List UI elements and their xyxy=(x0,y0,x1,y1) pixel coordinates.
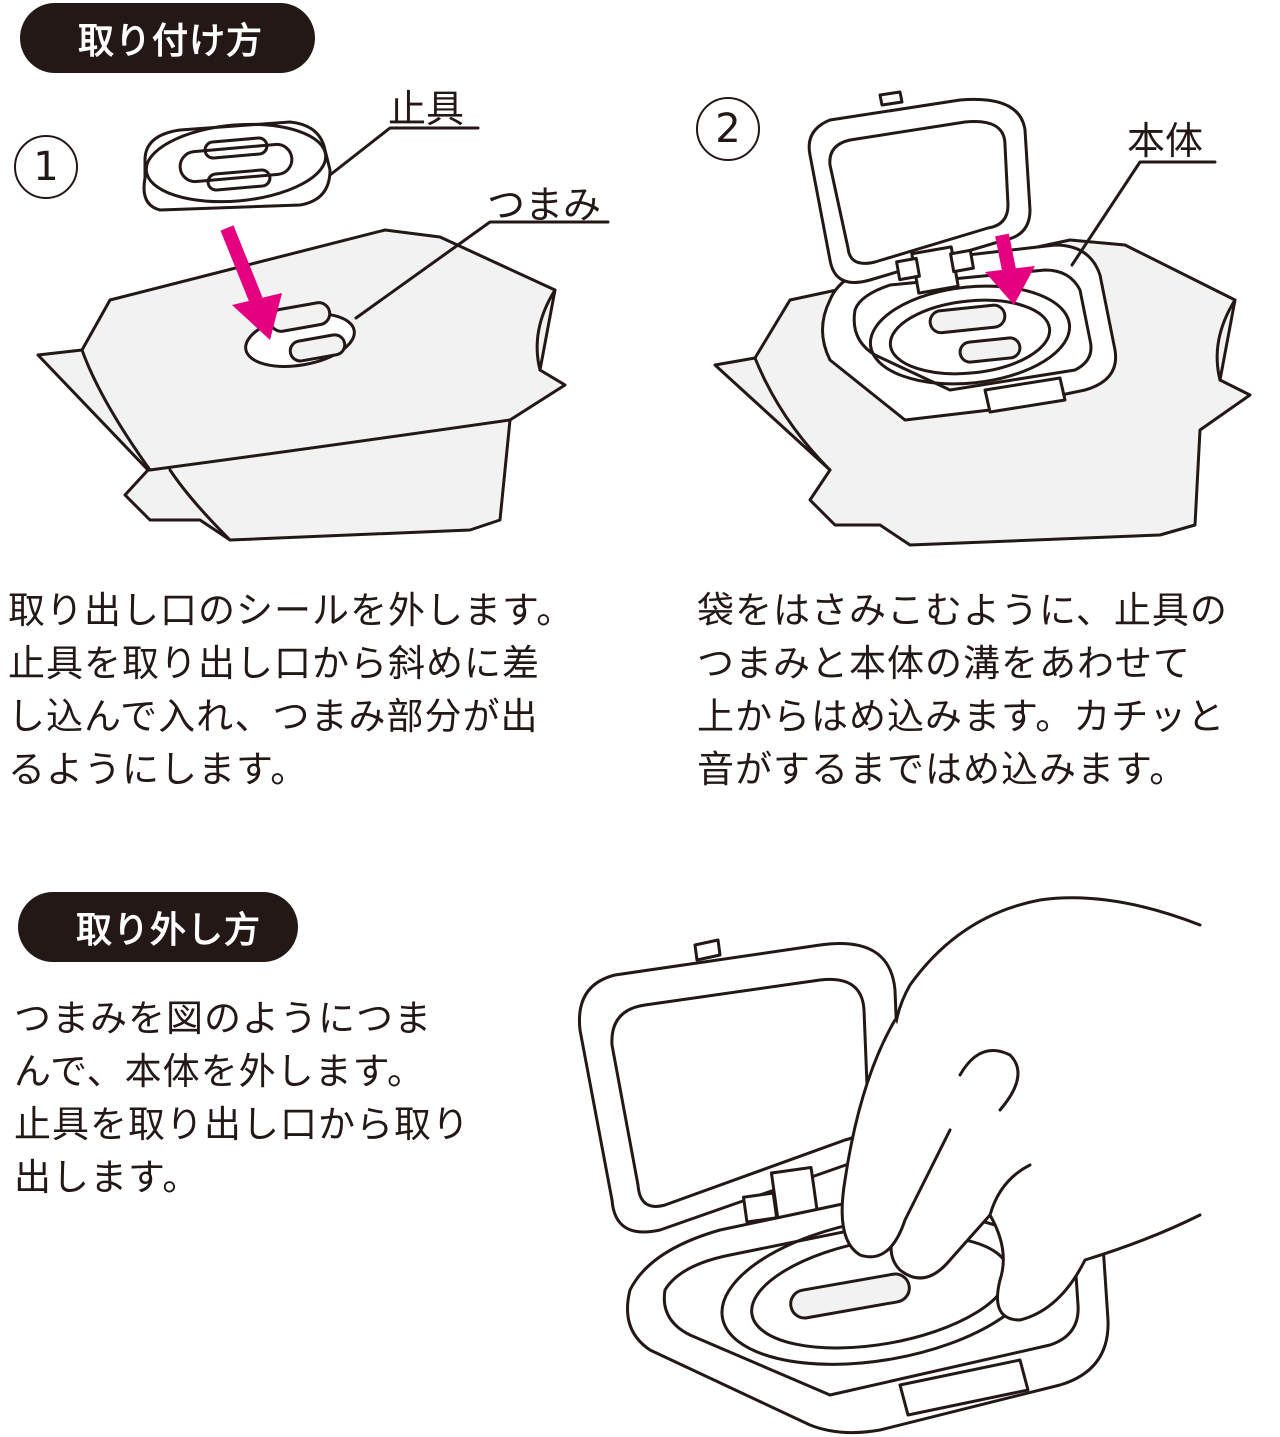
label-body: 本体 xyxy=(1127,119,1204,163)
insert-arrow-step1 xyxy=(220,225,282,340)
knob-step1 xyxy=(244,301,356,368)
step-2-number-text: 2 xyxy=(715,106,741,152)
step-1-line: るようにします。 xyxy=(8,748,309,791)
leader-knob xyxy=(354,220,610,320)
remove-instructions: つまみを図のようにつま んで、本体を外します。 止具を取り出し口から取り 出しま… xyxy=(14,992,470,1204)
step-2-line: 袋をはさみこむように、止具の xyxy=(697,589,1228,632)
remove-section-title: 取り外し方 xyxy=(18,892,298,962)
label-stopper: 止具 xyxy=(388,87,465,131)
step-2-instructions: 袋をはさみこむように、止具の つまみと本体の溝をあわせて 上からはめ込みます。カ… xyxy=(697,584,1228,796)
step-1-line: し込んで入れ、つまみ部分が出 xyxy=(8,695,539,738)
remove-line: 止具を取り出し口から取り xyxy=(14,1103,470,1146)
step-2-number: 2 xyxy=(696,97,760,161)
remove-line: んで、本体を外します。 xyxy=(14,1050,425,1093)
step-1-instructions: 取り出し口のシールを外します。 止具を取り出し口から斜めに差 し込んで入れ、つま… xyxy=(8,584,574,796)
step-2-line: 上からはめ込みます。カチッと xyxy=(697,695,1226,738)
remove-line: つまみを図のようにつま xyxy=(14,997,432,1040)
step-2-line: つまみと本体の溝をあわせて xyxy=(697,642,1191,685)
leader-stopper xyxy=(328,126,480,177)
wipes-pack-step1 xyxy=(36,228,567,542)
install-section-title: 取り付け方 xyxy=(20,3,315,73)
hand-removal xyxy=(840,896,1202,1322)
leader-body xyxy=(1070,160,1217,267)
install-section-title-text: 取り付け方 xyxy=(78,21,264,62)
step-1-number-text: 1 xyxy=(33,144,59,190)
case-base-step2 xyxy=(821,243,1118,422)
remove-section-title-text: 取り外し方 xyxy=(76,910,262,951)
press-arrow-step2 xyxy=(985,233,1035,305)
step-1-number: 1 xyxy=(14,135,78,199)
step-1-line: 取り出し口のシールを外します。 xyxy=(8,589,575,632)
step-1-line: 止具を取り出し口から斜めに差 xyxy=(8,642,540,685)
stopper-step1 xyxy=(142,120,332,212)
step-2-line: 音がするまではめ込みます。 xyxy=(697,748,1188,791)
case-lid-step2 xyxy=(807,90,1032,295)
label-knob: つまみ xyxy=(487,183,602,227)
remove-line: 出します。 xyxy=(14,1156,201,1199)
